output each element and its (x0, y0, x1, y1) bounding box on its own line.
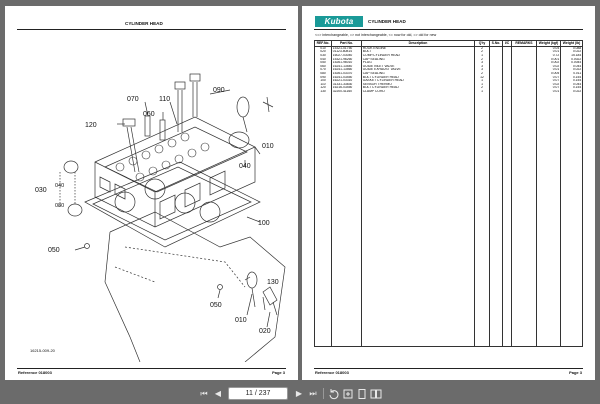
table-cell (331, 93, 362, 347)
table-cell (511, 93, 537, 347)
first-page-button[interactable]: ⏮ (200, 389, 208, 398)
table-cell (474, 93, 490, 347)
table-cell: 0.044 (560, 64, 583, 69)
callout-060: 060 (143, 111, 155, 118)
table-header-row: REF.No. Part No. Description Q'ty S.No. … (314, 40, 583, 47)
callout-090: 090 (213, 87, 225, 94)
viewer-toolbar: ⏮ ◀ 11 / 237 ▶ ⏭ (0, 383, 600, 404)
interchangeability-legend: <=> interchangeable, => not interchangea… (315, 33, 437, 37)
last-page-button[interactable]: ⏭ (309, 389, 317, 398)
callout-030: 030 (35, 187, 47, 194)
table-cell (560, 93, 583, 347)
callout-040-left: 040 (55, 183, 64, 189)
table-cell: 0.154 (560, 86, 583, 90)
callout-110: 110 (159, 96, 170, 103)
table-cell (489, 93, 503, 347)
header-rule (314, 29, 583, 30)
callout-070: 070 (127, 96, 139, 103)
single-page-icon[interactable] (356, 388, 368, 400)
table-cell: 0.022 (560, 89, 583, 94)
page-title: CYLINDER HEAD (125, 21, 163, 26)
page-title: CYLINDER HEAD (368, 19, 406, 24)
table-filler-row (314, 93, 583, 347)
rotate-icon[interactable] (328, 388, 340, 400)
table-cell: 0.154 (560, 79, 583, 83)
table-cell: 0.044 (560, 82, 583, 87)
table-cell (361, 93, 475, 347)
footer-rule (17, 368, 286, 369)
footer-rule (314, 368, 583, 369)
exploded-view-drawing: 090 070 110 060 120 010 040 030 040 080 … (30, 73, 286, 362)
header-rule (17, 29, 286, 30)
left-page: CYLINDER HEAD (5, 6, 298, 380)
right-page: Kubota CYLINDER HEAD <=> interchangeable… (302, 6, 595, 380)
kubota-logo: Kubota (315, 16, 363, 27)
footer-reference: Reference 018003 (18, 370, 52, 375)
table-cell: 0.0044 (560, 61, 583, 65)
table-cell: 15.184 (560, 53, 583, 58)
cylinder-head-diagram: 090 070 110 060 120 010 040 030 040 080 … (15, 32, 290, 362)
next-page-button[interactable]: ▶ (295, 389, 303, 398)
table-cell (314, 93, 332, 347)
callout-120: 120 (85, 122, 97, 129)
two-page-icon[interactable] (370, 388, 382, 400)
callout-020: 020 (259, 328, 271, 335)
callout-130: 130 (267, 279, 279, 286)
callout-050-left: 050 (48, 247, 60, 254)
table-cell: 0.088 (560, 46, 583, 51)
parts-table: REF.No. Part No. Description Q'ty S.No. … (314, 40, 583, 347)
callout-040-right: 040 (239, 163, 251, 170)
callout-010-bottom: 010 (235, 317, 247, 324)
footer-reference: Reference 018003 (315, 370, 349, 375)
toolbar-separator (323, 388, 324, 399)
table-cell: 0.022 (560, 50, 583, 54)
page-number-input[interactable]: 11 / 237 (228, 387, 288, 400)
prev-page-button[interactable]: ◀ (214, 389, 222, 398)
footer-page: Page 3 (272, 370, 285, 375)
callout-050-right: 050 (210, 302, 222, 309)
table-cell (536, 93, 561, 347)
table-cell: 0.0022 (560, 57, 583, 62)
table-cell: 0.154 (560, 75, 583, 80)
callout-100: 100 (258, 220, 270, 227)
col-weight-lb: Weight (lb) (560, 40, 583, 47)
table-cell: 0.011 (560, 71, 583, 76)
callout-010-top: 010 (262, 143, 274, 150)
drawing-code: 16215-009-20 (30, 348, 56, 353)
footer-page: Page 3 (569, 370, 582, 375)
table-cell: 0.022 (560, 68, 583, 72)
callout-080: 080 (55, 203, 64, 209)
fit-page-icon[interactable] (342, 388, 354, 400)
table-cell (502, 93, 512, 347)
